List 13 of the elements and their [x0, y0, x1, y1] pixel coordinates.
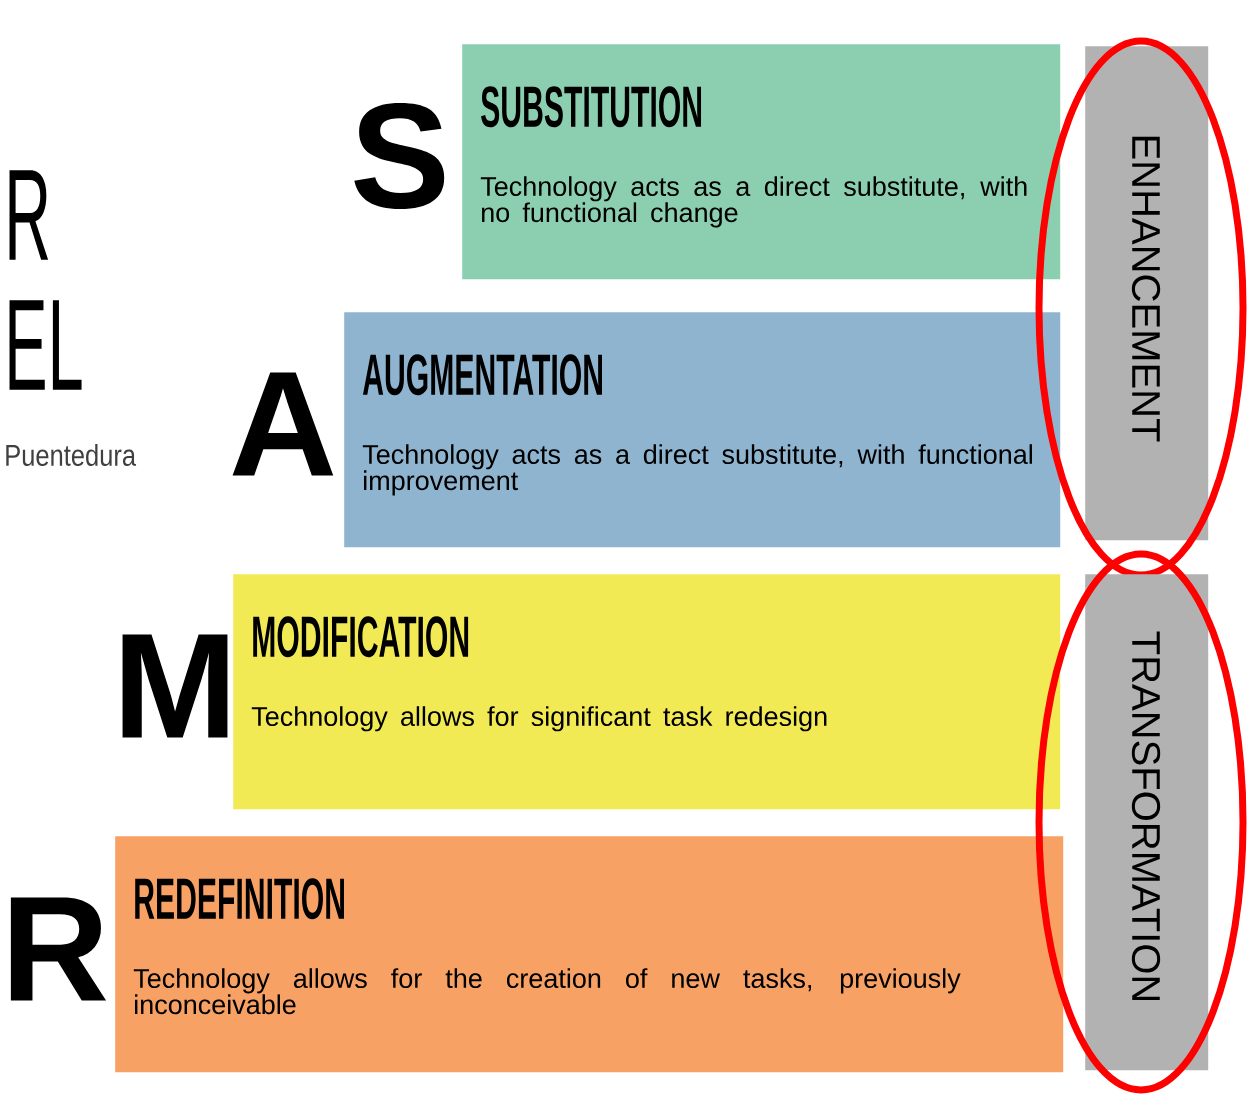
level-band: REDEFINITION Technology allows for the creation of new tasks, previously inconceivable: [115, 836, 1064, 1073]
big-letter: A: [232, 372, 334, 476]
level-band: SUBSTITUTION Technology acts as a direct substitute, with no functional change: [462, 44, 1061, 280]
category-bar: TRANSFORMATION: [1085, 574, 1209, 1071]
category-bar: ENHANCEMENT: [1085, 46, 1209, 541]
level-band: AUGMENTATION Technology acts as a direct substitute, with functional improvement: [344, 312, 1061, 548]
title-fragment: R: [9, 170, 49, 260]
author-name: Puentedura: [6, 444, 137, 467]
title-fragment: EL: [9, 300, 82, 390]
level-band: MODIFICATION Technology allows for significant task redesign: [233, 574, 1061, 810]
big-letter: S: [354, 102, 445, 210]
big-letter: M: [122, 634, 228, 738]
big-letter: R: [10, 897, 107, 1001]
